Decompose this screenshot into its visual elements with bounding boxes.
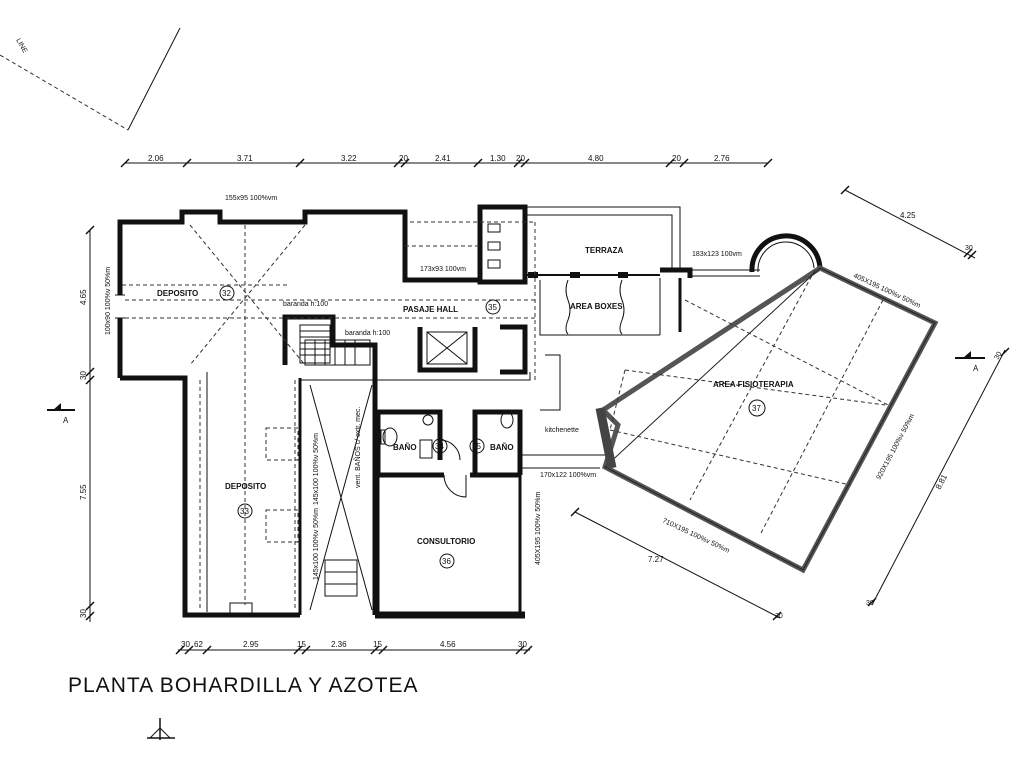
room-name-deposito-top: DEPOSITO [157, 289, 198, 298]
dim-bottom-3: 2.95 [243, 640, 259, 649]
room-number-circle [439, 553, 455, 569]
note-window-183: 183x123 100vm [692, 251, 742, 258]
room-name-deposito-low: DEPOSITO [225, 482, 266, 491]
dim-left-2: 30 [79, 371, 88, 380]
toilet-icon [380, 427, 398, 447]
section-mark-left: A [47, 403, 75, 425]
stair-icon [299, 324, 371, 366]
room-number-circle [219, 285, 235, 301]
dim-top-3: 3.22 [341, 154, 357, 163]
dim-bottom-6: 15 [373, 640, 382, 649]
dim-top-4: 20 [399, 154, 408, 163]
dim-left-1: 4.65 [79, 289, 88, 305]
dimension-top: 2.06 3.71 3.22 20 2.41 1.30 20 4.80 20 2… [120, 154, 773, 168]
dim-angled-4: 30 [994, 351, 1004, 361]
note-skylight-405a: 405X195 100%v 50%m [535, 492, 542, 565]
dim-left-3: 7.55 [79, 484, 88, 500]
note-skylight-145a: 145x100 100%v 50%m [313, 433, 320, 505]
dim-angled-3: 8.81 [934, 472, 950, 490]
door-icon [439, 439, 467, 498]
note-skylight-405b: 405X195 100%v 50%m [852, 272, 921, 309]
note-window-173: 173x93 100vm [420, 266, 466, 273]
room-name-fisio: AREA FISIOTERAPIA [713, 380, 794, 389]
note-skylight-710: 710X195 100%v 50%m [661, 517, 730, 554]
section-mark-right: A [955, 351, 985, 373]
bottom-mark-icon [147, 718, 175, 740]
dim-top-8: 4.80 [588, 154, 604, 163]
annotations: 155x95 100%vm baranda h:100 baranda h:10… [105, 195, 922, 580]
dim-bottom-2: 62 [194, 640, 203, 649]
note-window-left: 100x90 100%v 50%m [105, 267, 112, 335]
dim-angled-1: 4.25 [900, 211, 916, 220]
dim-bottom-5: 2.36 [331, 640, 347, 649]
dim-bottom-7: 4.56 [440, 640, 456, 649]
dim-angled-6: 30 [775, 613, 783, 620]
dim-left-4: 30 [79, 609, 88, 618]
sink-icon [419, 414, 434, 459]
room-labels: DEPOSITO 32 PASAJE HALL 35 TERRAZA AREA … [157, 246, 794, 569]
dim-top-1: 2.06 [148, 154, 164, 163]
dim-angled-2: 30 [965, 245, 973, 252]
room-number-deposito-low: 33 [240, 507, 249, 516]
note-kitchenette: kitchenette [545, 427, 579, 434]
dim-angled-7: 30 [866, 600, 874, 607]
room-number-fisio: 37 [752, 404, 761, 413]
dim-top-10: 2.76 [714, 154, 730, 163]
note-vent: vent. BAÑOS c/ extr. mec. [353, 407, 362, 488]
dim-angled-5: 7.27 [648, 555, 664, 564]
section-label-right: A [973, 364, 979, 373]
room-number-circle [485, 299, 501, 315]
room-name-bano-1: BAÑO [393, 443, 417, 452]
dimension-bottom: 30 62 2.95 15 2.36 15 4.56 30 [175, 640, 533, 655]
dim-bottom-4: 15 [297, 640, 306, 649]
note-skylight-170: 170x122 100%vm [540, 472, 596, 479]
room-name-bano-2: BAÑO [490, 443, 514, 452]
plan-title: PLANTA BOHARDILLA Y AZOTEA [68, 674, 418, 697]
dim-top-2: 3.71 [237, 154, 253, 163]
room-number-circle [237, 503, 253, 519]
room-name-terraza: TERRAZA [585, 246, 623, 255]
note-skylight-145b: 145x100 100%v 50%m [313, 508, 320, 580]
room-name-boxes: AREA BOXES [570, 302, 623, 311]
dim-bottom-8: 30 [518, 640, 527, 649]
dimension-left: 4.65 30 7.55 30 [79, 225, 95, 622]
dim-top-5: 2.41 [435, 154, 451, 163]
window-icon [229, 602, 253, 614]
note-skylight-top: 155x95 100%vm [225, 195, 277, 202]
dimension-angled: 4.25 30 8.81 30 7.27 30 30 [570, 185, 1010, 621]
toilet-icon-2 [500, 411, 514, 429]
boundary-label: LINE [14, 38, 28, 55]
section-label-left: A [63, 416, 69, 425]
room-number-circle [469, 438, 485, 454]
room-name-consultorio: CONSULTORIO [417, 537, 475, 546]
roof-lines [122, 221, 660, 611]
room-name-pasaje: PASAJE HALL [403, 305, 458, 314]
room-number-consultorio: 36 [442, 557, 451, 566]
room-number-pasaje: 35 [488, 303, 497, 312]
elevator-icon [426, 331, 468, 365]
note-baranda-1: baranda h:100 [283, 301, 328, 308]
room-number-bano-2: 35 [472, 442, 481, 451]
room-number-circle [432, 438, 448, 454]
dim-top-9: 20 [672, 154, 681, 163]
property-boundary: LINE [0, 27, 181, 131]
room-number-bano-1: 34 [435, 442, 444, 451]
room-number-circle [748, 399, 766, 417]
dim-top-6: 1.30 [490, 154, 506, 163]
room-number-deposito-top: 32 [222, 289, 231, 298]
dim-bottom-1: 30 [181, 640, 190, 649]
note-baranda-2: baranda h:100 [345, 330, 390, 337]
dim-top-7: 20 [516, 154, 525, 163]
fisioterapia-block [595, 265, 939, 574]
walls [115, 204, 823, 619]
